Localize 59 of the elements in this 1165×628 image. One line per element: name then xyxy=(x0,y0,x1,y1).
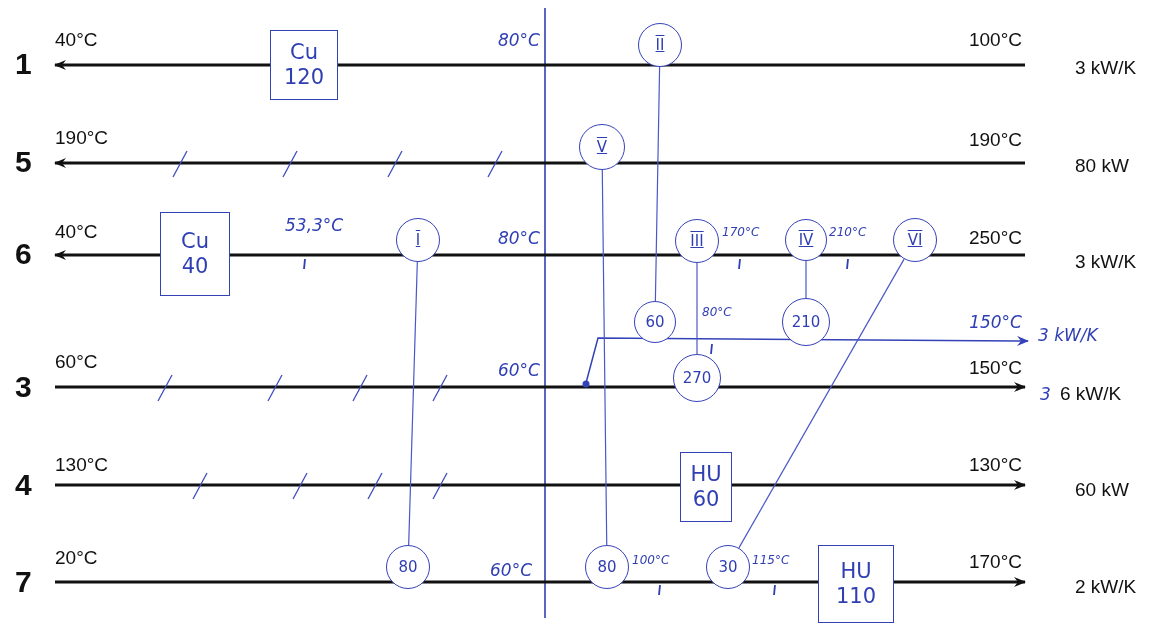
connector-line xyxy=(654,66,661,302)
temperature-label: 130°C xyxy=(968,454,1022,476)
stream-number: 6 xyxy=(15,237,32,271)
heat-exchanger-circle: III xyxy=(675,219,719,263)
stream-number: 3 xyxy=(15,370,32,404)
utility-box: Cu 40 xyxy=(160,212,230,296)
temperature-label: 80°C xyxy=(498,30,540,50)
temperature-label: 60°C xyxy=(55,351,98,373)
temperature-label: 250°C xyxy=(968,227,1022,249)
heat-exchanger-circle: 270 xyxy=(673,354,721,402)
connector-line xyxy=(408,261,418,546)
heat-capacity-label: 3 kW/K xyxy=(1075,251,1137,273)
heat-exchanger-circle: 210 xyxy=(782,298,830,346)
heat-exchanger-circle: IV xyxy=(785,219,827,261)
temperature-label: 210°C xyxy=(829,225,867,239)
heat-exchanger-circle: 60 xyxy=(634,301,676,343)
connector-line xyxy=(805,260,807,299)
heat-capacity-label: 3 kW/K xyxy=(1075,57,1137,79)
connector-line xyxy=(696,262,698,355)
temperature-label: 60°C xyxy=(490,560,532,580)
temperature-label: 53,3°C xyxy=(285,215,344,235)
heat-capacity-label: 6 kW/K xyxy=(1060,383,1122,405)
temperature-label: 150°C xyxy=(969,312,1022,332)
heat-exchanger-circle: VI xyxy=(893,218,937,262)
temperature-label: 150°C xyxy=(968,357,1022,379)
heat-exchanger-circle: II xyxy=(638,23,682,67)
temperature-label: 80°C xyxy=(498,228,540,248)
temperature-label: 170°C xyxy=(968,551,1022,573)
utility-box: HU 110 xyxy=(818,545,894,623)
stream-number: 7 xyxy=(15,565,32,599)
utility-box: HU 60 xyxy=(680,452,732,522)
temperature-label: 40°C xyxy=(55,29,98,51)
heat-capacity-label: 2 kW/K xyxy=(1075,576,1137,598)
temperature-label: 100°C xyxy=(632,553,670,567)
temperature-label: 190°C xyxy=(55,127,109,149)
heat-capacity-label: 3 xyxy=(1040,384,1051,404)
heat-load-label: 60 kW xyxy=(1075,479,1129,501)
utility-box: Cu 120 xyxy=(270,30,338,100)
temperature-label: 130°C xyxy=(55,454,109,476)
heat-load-label: 80 kW xyxy=(1075,155,1129,177)
connector-line xyxy=(738,258,905,549)
heat-exchanger-circle: 80 xyxy=(386,545,430,589)
temperature-label: 40°C xyxy=(55,221,98,243)
temperature-label: 20°C xyxy=(55,547,98,569)
temperature-label: 190°C xyxy=(968,129,1022,151)
heat-exchanger-circle: I xyxy=(396,218,440,262)
connector-line xyxy=(601,169,608,546)
heat-exchanger-circle: 80 xyxy=(585,545,629,589)
stream-number: 4 xyxy=(15,468,32,502)
heat-exchanger-circle: V xyxy=(579,124,625,170)
heat-capacity-label: 3 kW/K xyxy=(1038,325,1098,345)
stream-number: 5 xyxy=(15,145,32,179)
temperature-label: 100°C xyxy=(968,29,1022,51)
temperature-label: 170°C xyxy=(722,225,760,239)
temperature-label: 80°C xyxy=(702,305,732,319)
temperature-label: 115°C xyxy=(752,553,790,567)
temperature-label: 60°C xyxy=(498,360,540,380)
heat-exchanger-circle: 30 xyxy=(706,545,750,589)
stream-number: 1 xyxy=(15,47,32,81)
